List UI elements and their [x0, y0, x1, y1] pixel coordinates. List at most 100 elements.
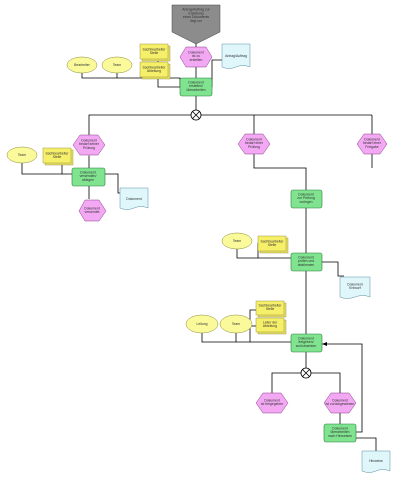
role-mid-label-line: Team: [233, 239, 241, 243]
ev-top-label-line: ist zu: [192, 54, 200, 58]
xor-connector-1[interactable]: [190, 109, 202, 121]
role-leitung-label: Leitung: [196, 322, 207, 326]
role-low-2-label-line: Team: [232, 322, 240, 326]
fn-mid2-label-line: Dokument: [298, 255, 314, 259]
role-bearbeiter-top[interactable]: Bearbeiter: [66, 56, 98, 74]
ev-low-right-label-line: ist zurückgewiesen: [326, 402, 355, 406]
role-team-top-label: Team: [113, 63, 121, 67]
ev-left-end-label-line: versendet: [85, 210, 100, 214]
fn-mid2-label-line: prüfen und: [298, 259, 314, 263]
org-low-1-label-line: Sachbearbeiter: [259, 303, 283, 307]
xor-connector-2[interactable]: [300, 367, 312, 379]
ev-low-left-label-line: Dokument: [264, 398, 280, 402]
fn-last-label-line: Dokument: [332, 426, 348, 430]
org-left-label-line: Stelle: [53, 155, 62, 159]
ev-mid-label-line: bedarf einer: [245, 141, 264, 145]
connectors: [21, 42, 377, 451]
org-top-2-label-line: Abteilung: [147, 69, 161, 73]
org-mid-label-line: Sachbearbeiter: [261, 239, 285, 243]
role-top-2-label-line: Team: [113, 63, 121, 67]
role-team-mid[interactable]: Team: [221, 232, 253, 250]
role-leitung[interactable]: Leitung: [185, 314, 219, 334]
role-bearbeiter-top-label: Bearbeiter: [74, 63, 91, 67]
org-low-2-label-line: Abteilung: [263, 324, 277, 328]
ev-left-label-line: Prüfung: [83, 146, 95, 150]
fn-left-label-line: versenden/: [80, 174, 97, 178]
org-top-1-label-line: Sachbearbeiter: [143, 47, 167, 51]
ev-right-label-line: Dokument: [364, 137, 380, 141]
document-left[interactable]: Dokument: [119, 187, 149, 210]
fn-last-label-line: überarbeiten: [330, 430, 349, 434]
ev-left-label-line: bedarf keiner: [79, 142, 100, 146]
fn-left-label-line: ablegen: [82, 178, 94, 182]
start-label-line: Antrag/Auftrag zur: [182, 7, 210, 11]
role-top-1-label-line: Bearbeiter: [74, 63, 91, 67]
fn-low-label-line: Dokument: [298, 336, 314, 340]
fn-mid1-label-line: zur Prüfung: [297, 196, 315, 200]
ev-left-end-label-line: Dokument: [84, 206, 100, 210]
org-mid-label-line: Stelle: [268, 243, 277, 247]
role-team-top[interactable]: Team: [101, 56, 133, 74]
role-team-left-label: Team: [18, 153, 26, 157]
fn-mid1-label-line: Dokument: [298, 192, 314, 196]
document-hinweise-label: Hinweise: [369, 459, 383, 463]
fn-mid1-label-line: vorlegen: [299, 200, 312, 204]
fn-last-label-line: nach Hinweisen: [328, 434, 352, 438]
doc-top-label-line: Antrag/Auftrag: [225, 54, 247, 58]
fn-low-label-line: freigeben/: [298, 340, 313, 344]
role-team-low[interactable]: Team: [219, 314, 253, 334]
org-top-1-label-line: Stelle: [150, 51, 159, 55]
document-antrag[interactable]: Antrag/Auftrag: [221, 43, 251, 69]
start-label-line: eines Dokuments: [183, 15, 210, 19]
role-team-mid-label: Team: [233, 239, 241, 243]
document-hinweise[interactable]: Hinweise: [361, 450, 391, 473]
ev-mid-label-line: Prüfung: [248, 145, 260, 149]
role-team-left[interactable]: Team: [6, 146, 38, 164]
ev-right-label-line: Freigabe: [365, 145, 378, 149]
start-label-line: liegt vor: [190, 19, 203, 23]
ev-right-label-line: bedarf einer: [363, 141, 382, 145]
role-left-label-line: Team: [18, 153, 26, 157]
org-low-1-label-line: Stelle: [266, 307, 275, 311]
doc-left-label-line: Dokument: [126, 197, 142, 201]
role-team-low-label: Team: [232, 322, 240, 326]
fn-left-label-line: Dokument: [80, 170, 96, 174]
